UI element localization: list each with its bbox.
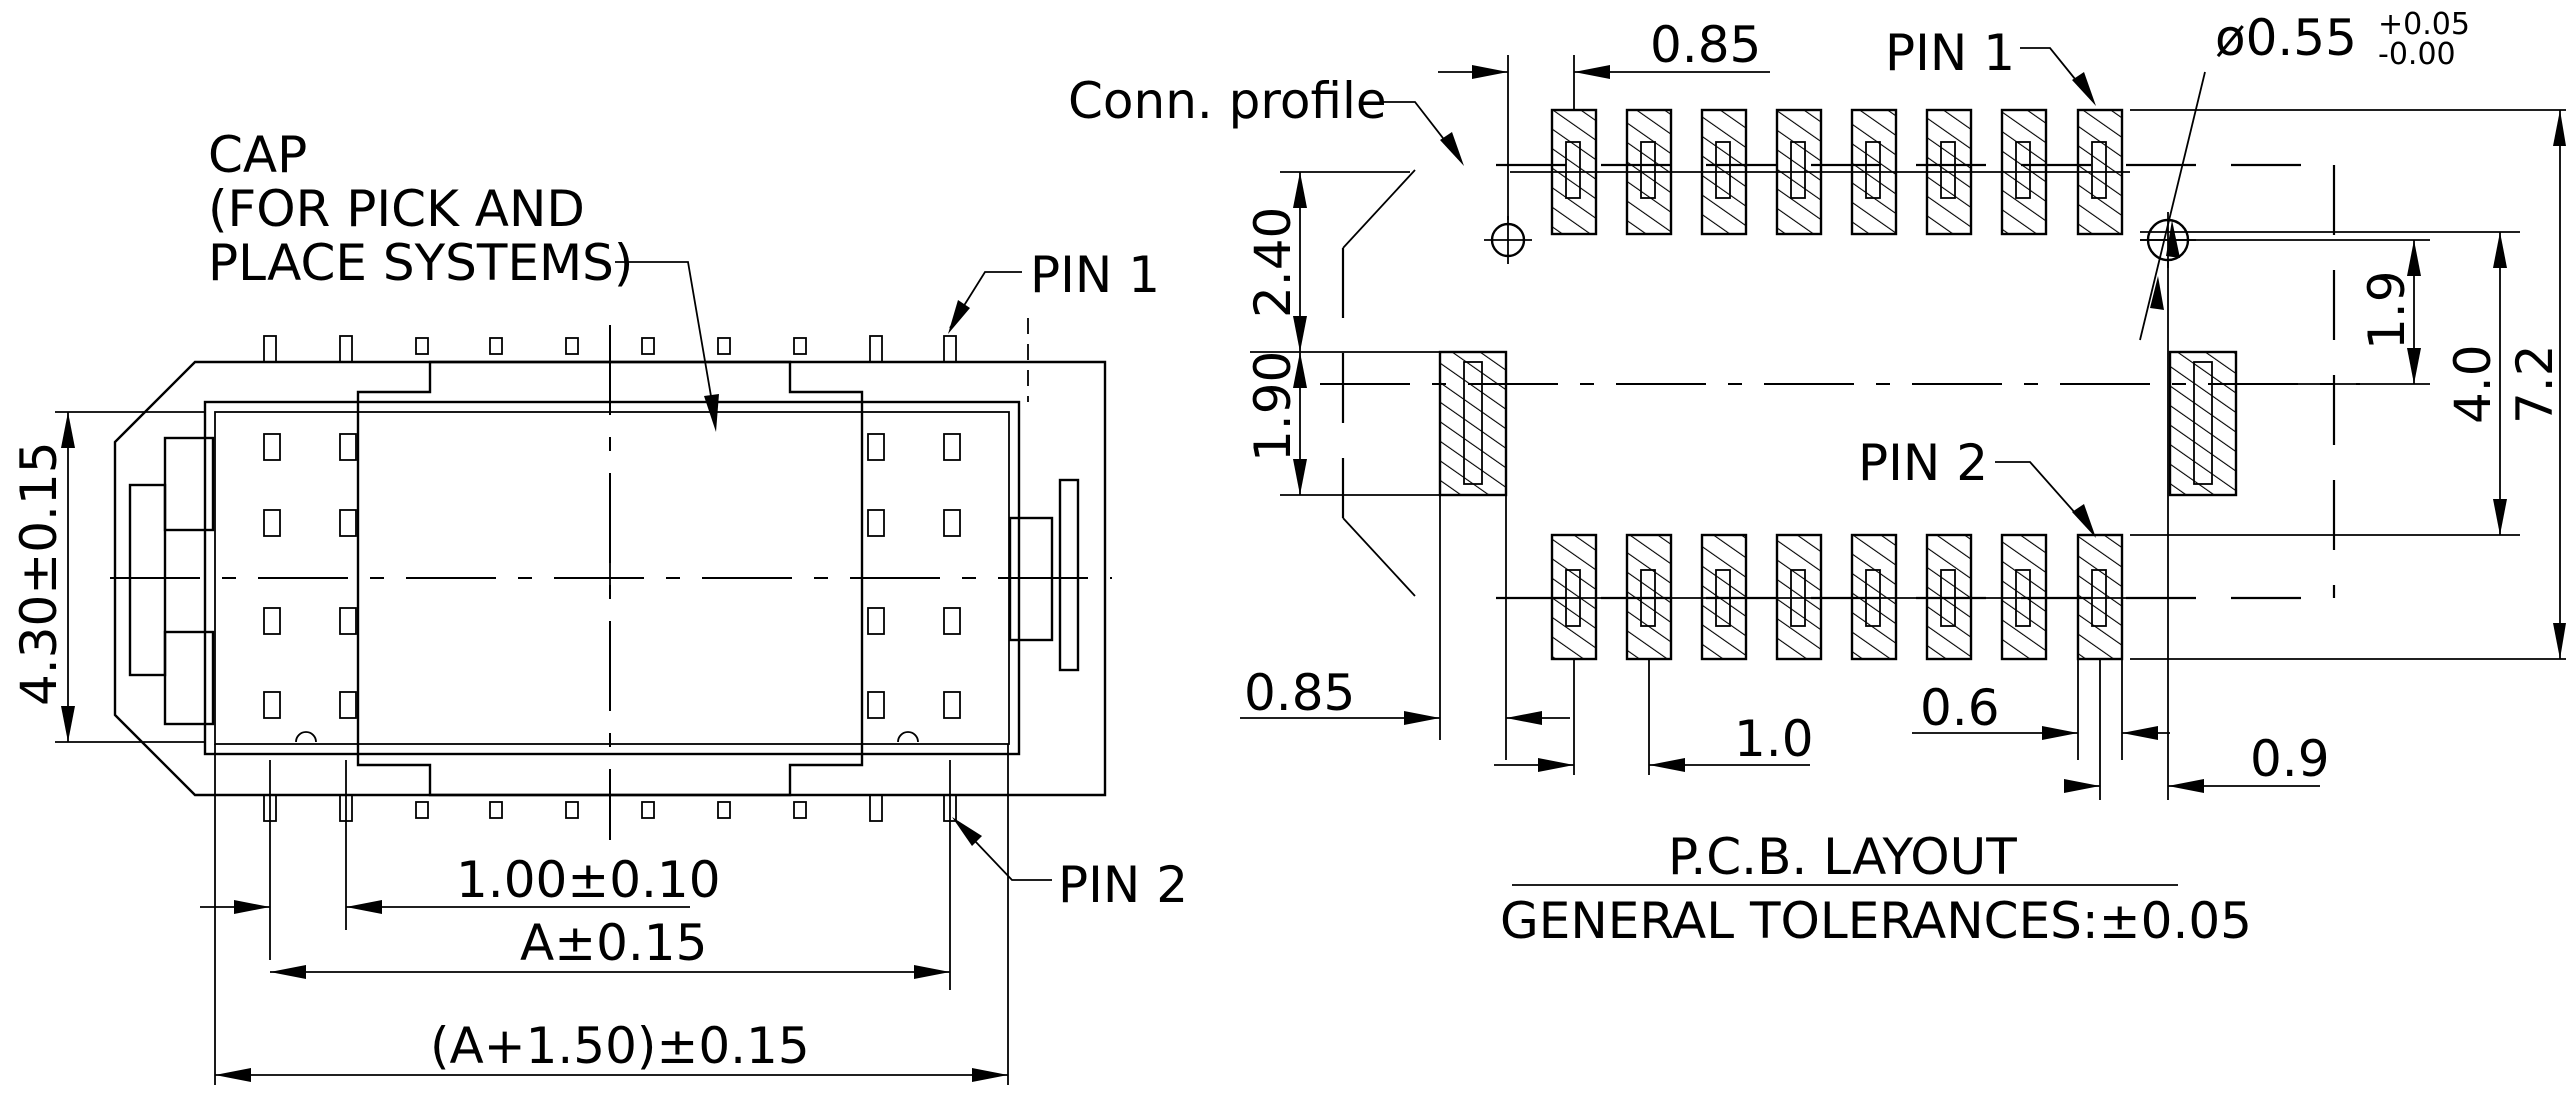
left-dimension-240: 2.40: [1244, 207, 1302, 318]
a-dimension-label: A±0.15: [520, 914, 707, 972]
pitch-dimension-label: 1.00±0.10: [456, 851, 721, 909]
left-holddown-pad: [1438, 350, 1508, 497]
pin1-label: PIN 1: [1030, 246, 1160, 304]
overall-dimension-label: (A+1.50)±0.15: [430, 1017, 810, 1075]
contact-slots: [263, 433, 961, 743]
connector-top-view: 4.30±0.15 1.00±0.10 A±0.15 (A+1.50)±0.15…: [10, 126, 1188, 1085]
left-dimension-190: 1.90: [1244, 351, 1302, 462]
locating-hole-left: [1484, 216, 1532, 264]
right-holddown-pad: [2168, 350, 2238, 497]
conn-profile-label: Conn. profile: [1068, 72, 1387, 130]
right-dimension-19: 1.9: [2358, 270, 2416, 350]
bottom-pad-row: [1510, 533, 2130, 661]
right-dimension-40: 4.0: [2444, 344, 2502, 424]
cap-label-line-3: PLACE SYSTEMS): [208, 234, 633, 292]
left-side-rib-bottom: [163, 630, 215, 726]
pcb-pin1-label: PIN 1: [1885, 24, 2015, 82]
pick-and-place-cap: [356, 360, 864, 797]
hole-tolerance-minus: -0.00: [2378, 37, 2456, 72]
general-tolerances-note: GENERAL TOLERANCES:±0.05: [1500, 892, 2252, 950]
terminal-leads-top: [263, 335, 957, 363]
pcb-layout-view: Conn. profile 0.85 PIN 1 ø0.55 +0.05 -0.…: [1068, 7, 2566, 950]
bottom-left-dimension-085: 0.85: [1244, 664, 1355, 722]
top-offset-dimension: 0.85: [1650, 16, 1761, 74]
pcb-layout-title: P.C.B. LAYOUT: [1668, 828, 2017, 886]
hole-diameter-label: ø0.55: [2215, 9, 2357, 67]
right-dimension-72: 7.2: [2506, 344, 2564, 424]
cap-label-line-1: CAP: [208, 126, 307, 184]
pin2-label: PIN 2: [1058, 856, 1188, 914]
pad-width-dimension-06: 0.6: [1920, 679, 2000, 737]
top-pad-row: [1510, 108, 2130, 236]
hole-tolerance-plus: +0.05: [2378, 7, 2470, 42]
pitch-dimension-10: 1.0: [1734, 710, 1814, 768]
hole-offset-dimension-09: 0.9: [2250, 730, 2330, 788]
pcb-pin2-label: PIN 2: [1858, 434, 1988, 492]
cap-label-line-2: (FOR PICK AND: [208, 180, 585, 238]
height-dimension-label: 4.30±0.15: [10, 441, 68, 706]
connector-outline: [113, 360, 1107, 797]
